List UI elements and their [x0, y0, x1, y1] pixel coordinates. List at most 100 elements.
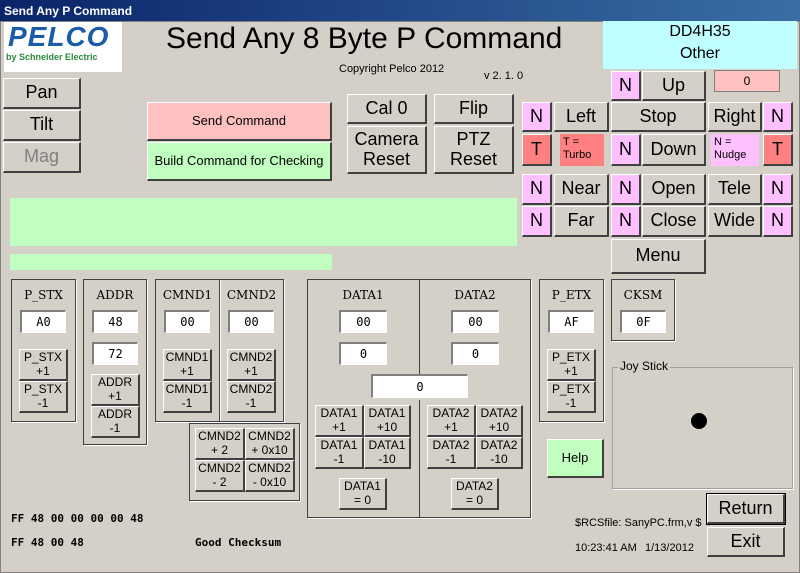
p-stx-field[interactable]: A0: [20, 310, 66, 333]
cmnd2-plus2-button[interactable]: CMND2 + 2: [195, 428, 245, 460]
tilt-button[interactable]: Tilt: [3, 110, 81, 141]
left-turbo-button[interactable]: T: [522, 134, 552, 166]
data-combined-field[interactable]: 0: [371, 374, 468, 398]
far-nudge-button[interactable]: N: [522, 206, 552, 237]
cmnd2-plus10-button[interactable]: CMND2 + 0x10: [245, 428, 295, 460]
up-button[interactable]: Up: [642, 71, 706, 101]
p-stx-label: P_STX: [24, 288, 63, 302]
p-etx-label: P_ETX: [551, 288, 592, 302]
right-turbo-button[interactable]: T: [763, 134, 793, 166]
mag-button[interactable]: Mag: [3, 142, 81, 173]
left-button[interactable]: Left: [554, 102, 609, 132]
cmnd2-minus10-button[interactable]: CMND2 - 0x10: [245, 460, 295, 492]
tele-button[interactable]: Tele: [708, 174, 762, 205]
addr-label: ADDR: [96, 288, 134, 302]
stop-button[interactable]: Stop: [611, 102, 706, 132]
data2-minus1-button[interactable]: DATA2 -1: [427, 437, 476, 469]
data1-minus1-button[interactable]: DATA1 -1: [315, 437, 364, 469]
window-title: Send Any P Command: [0, 0, 800, 21]
p-etx-field[interactable]: AF: [548, 310, 594, 333]
data1-zero-button[interactable]: DATA1 = 0: [339, 478, 387, 510]
close-button[interactable]: Close: [642, 206, 706, 237]
joystick-area[interactable]: [612, 367, 793, 489]
tele-nudge-button[interactable]: N: [763, 174, 793, 205]
p-etx-plus-button[interactable]: P_ETX +1: [547, 349, 596, 381]
data1-label: DATA1: [342, 288, 384, 302]
cmnd2-field[interactable]: 00: [228, 310, 274, 333]
data-divider-lower: [419, 400, 420, 518]
menu-button[interactable]: Menu: [611, 239, 706, 274]
command-output-line1: FF 48 00 00 00 00 48: [11, 512, 144, 525]
data2-plus1-button[interactable]: DATA2 +1: [427, 405, 476, 437]
p-stx-plus-button[interactable]: P_STX +1: [19, 349, 68, 381]
data1-minus10-button[interactable]: DATA1 -10: [364, 437, 411, 469]
cmnd2-minus-button[interactable]: CMND2 -1: [227, 381, 276, 413]
device-type: Other: [679, 45, 720, 62]
wide-button[interactable]: Wide: [708, 206, 762, 237]
addr-group: [83, 279, 147, 445]
addr-field[interactable]: 48: [92, 310, 138, 333]
pelco-logo: PELCO by Schneider Electric: [4, 22, 122, 72]
date-text: 1/13/2012: [645, 542, 694, 554]
open-button[interactable]: Open: [642, 174, 706, 205]
p-stx-minus-button[interactable]: P_STX -1: [19, 381, 68, 413]
flip-button[interactable]: Flip: [434, 94, 514, 124]
return-button[interactable]: Return: [706, 493, 786, 525]
rcs-file-text: $RCSfile: SanyPC.frm,v $: [575, 517, 702, 529]
cksm-field[interactable]: 0F: [620, 310, 666, 333]
data2-decimal-field[interactable]: 0: [451, 342, 499, 365]
data2-zero-button[interactable]: DATA2 = 0: [451, 478, 499, 510]
cmnd1-plus-button[interactable]: CMND1 +1: [163, 349, 212, 381]
left-nudge-button[interactable]: N: [522, 102, 552, 132]
right-button[interactable]: Right: [708, 102, 762, 132]
addr-minus-button[interactable]: ADDR -1: [91, 406, 140, 438]
cksm-label: CKSM: [623, 288, 663, 302]
right-nudge-button[interactable]: N: [763, 102, 793, 132]
exit-button[interactable]: Exit: [707, 527, 785, 557]
far-button[interactable]: Far: [554, 206, 609, 237]
ptz-reset-button[interactable]: PTZ Reset: [434, 126, 514, 174]
close-nudge-button[interactable]: N: [611, 206, 641, 237]
time-text: 10:23:41 AM: [575, 542, 637, 554]
near-button[interactable]: Near: [554, 174, 609, 205]
send-command-button[interactable]: Send Command: [147, 102, 332, 141]
pan-button[interactable]: Pan: [3, 78, 81, 109]
addr-plus-button[interactable]: ADDR +1: [91, 374, 140, 406]
cal0-button[interactable]: Cal 0: [347, 94, 427, 124]
data1-field[interactable]: 00: [339, 310, 387, 333]
cmnd2-plus-button[interactable]: CMND2 +1: [227, 349, 276, 381]
data1-decimal-field[interactable]: 0: [339, 342, 387, 365]
down-button[interactable]: Down: [642, 134, 706, 166]
open-nudge-button[interactable]: N: [611, 174, 641, 205]
p-etx-minus-button[interactable]: P_ETX -1: [547, 381, 596, 413]
data2-plus10-button[interactable]: DATA2 +10: [476, 405, 523, 437]
near-nudge-button[interactable]: N: [522, 174, 552, 205]
nudge-legend: N = Nudge: [711, 134, 759, 166]
command-output-line2: FF 48 00 48: [11, 536, 84, 549]
cmnd2-extra-group: [189, 423, 300, 501]
wide-nudge-button[interactable]: N: [763, 206, 793, 237]
page-title: Send Any 8 Byte P Command: [166, 22, 563, 55]
camera-reset-button[interactable]: Camera Reset: [347, 126, 427, 174]
cmnd1-field[interactable]: 00: [164, 310, 210, 333]
data1-plus1-button[interactable]: DATA1 +1: [315, 405, 364, 437]
data1-plus10-button[interactable]: DATA1 +10: [364, 405, 411, 437]
cmnd2-group: [219, 279, 284, 422]
up-nudge-button[interactable]: N: [611, 71, 641, 101]
data-divider: [419, 279, 420, 375]
logo-brand: PELCO: [8, 21, 110, 52]
joystick-label: Joy Stick: [618, 359, 671, 373]
build-command-button[interactable]: Build Command for Checking: [147, 142, 332, 181]
cmnd2-label: CMND2: [226, 288, 277, 302]
cmnd1-minus-button[interactable]: CMND1 -1: [163, 381, 212, 413]
addr-decimal-field[interactable]: 72: [92, 342, 138, 365]
help-button[interactable]: Help: [547, 439, 604, 478]
cksm-group: [611, 279, 675, 341]
cmnd2-minus2-button[interactable]: CMND2 - 2: [195, 460, 245, 492]
version-text: v 2. 1. 0: [484, 70, 524, 82]
data2-minus10-button[interactable]: DATA2 -10: [476, 437, 523, 469]
joystick-knob[interactable]: [691, 413, 707, 429]
data2-field[interactable]: 00: [451, 310, 499, 333]
copyright-text: Copyright Pelco 2012: [339, 63, 445, 75]
down-nudge-button[interactable]: N: [611, 134, 641, 166]
